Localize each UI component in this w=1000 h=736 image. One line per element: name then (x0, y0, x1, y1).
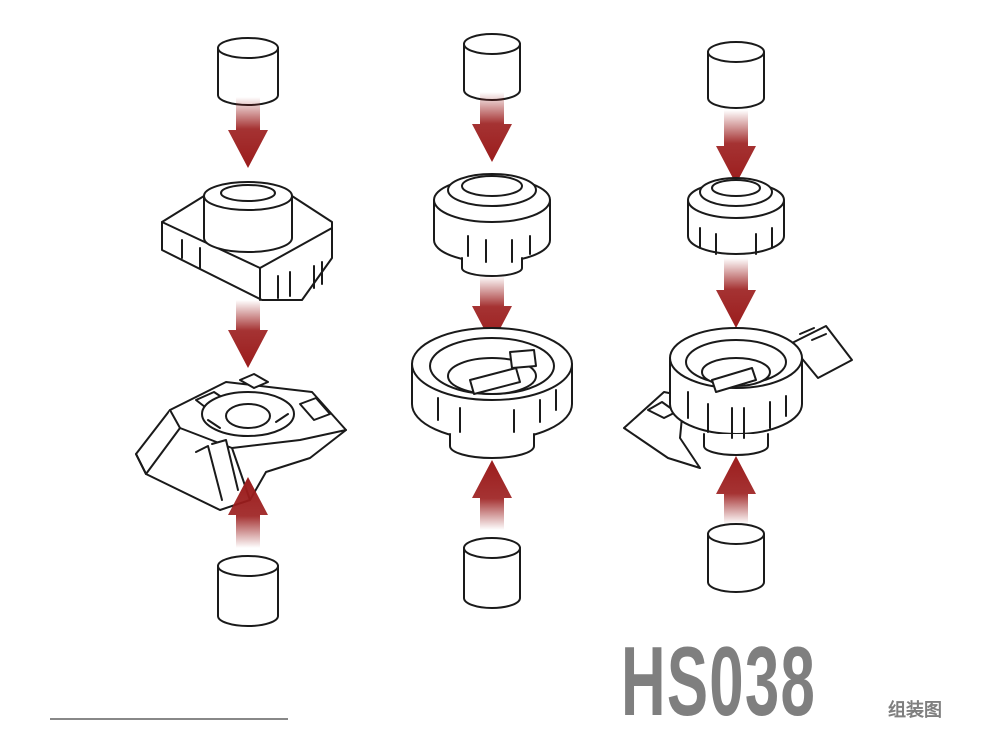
arrow-up-1 (228, 477, 268, 548)
assembly-tabbed-holder (623, 41, 853, 593)
magnet-top-3 (707, 41, 765, 109)
arrow-up-2 (472, 460, 512, 530)
assembly-caption: 组装图 (888, 700, 942, 721)
divider-line (50, 718, 288, 720)
magnet-bottom-3 (707, 523, 765, 593)
assembly-square-holder (135, 37, 347, 627)
model-title: HS038 (621, 626, 817, 736)
magnet-bottom-1 (217, 555, 279, 627)
arrow-down-3b (716, 258, 756, 328)
square-base (135, 373, 347, 511)
tabbed-base (623, 325, 853, 469)
assembly-round-holder (411, 33, 573, 609)
magnet-bottom-2 (463, 537, 521, 609)
arrow-down-1b (228, 300, 268, 368)
magnet-top-2 (463, 33, 521, 101)
round-cap-3 (687, 177, 785, 255)
arrow-down-2b (472, 276, 512, 344)
arrow-down-2a (472, 92, 512, 162)
arrow-down-3a (716, 110, 756, 184)
magnet-top-1 (217, 37, 279, 106)
square-cap (161, 181, 333, 301)
round-cap-2 (433, 173, 551, 277)
arrow-down-1a (228, 97, 268, 168)
round-base-2 (411, 327, 573, 459)
arrow-up-3 (716, 456, 756, 524)
